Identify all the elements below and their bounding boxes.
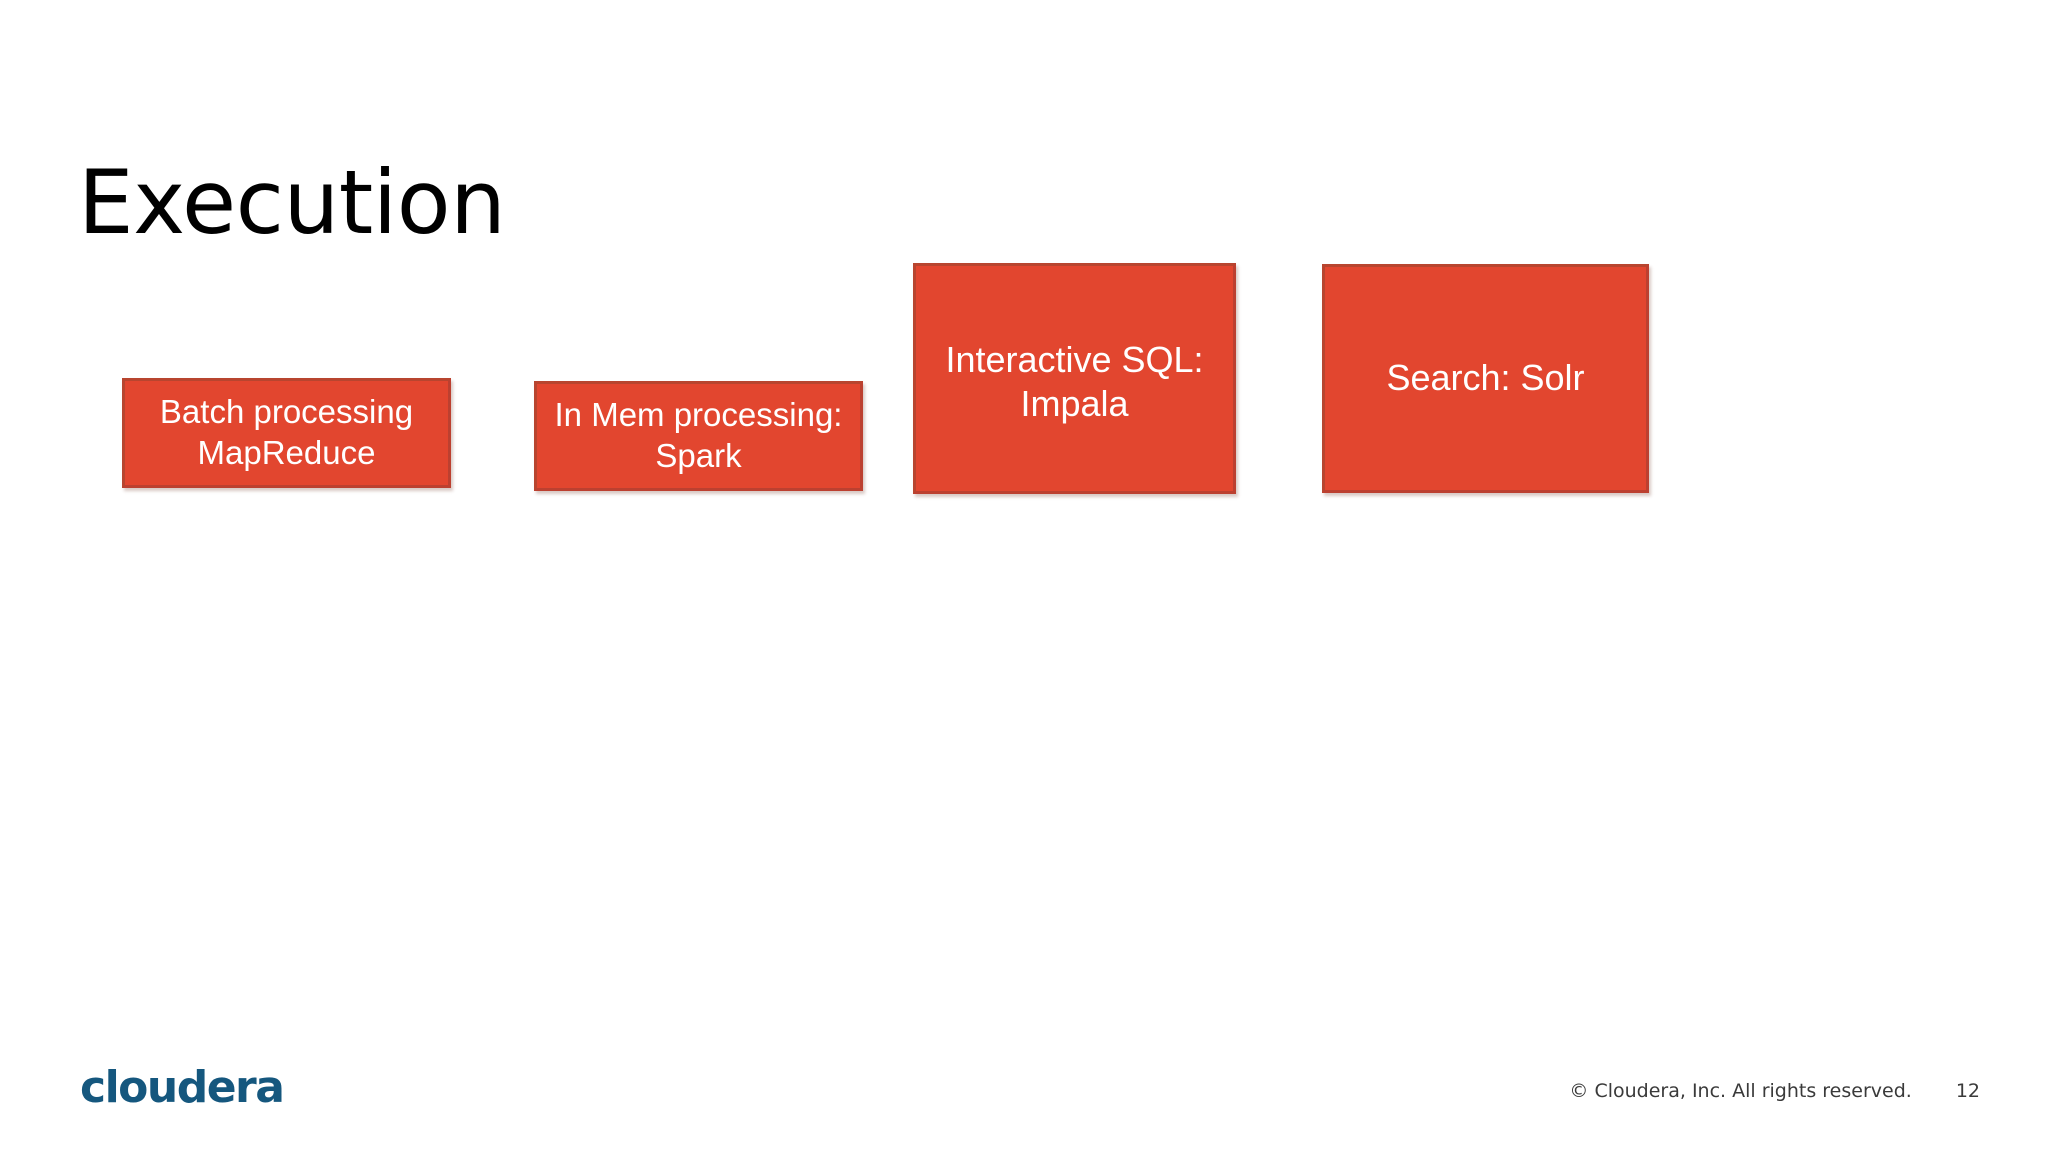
execution-box-batch-processing-mapreduce[interactable]: Batch processing MapReduce	[122, 378, 451, 488]
copyright-text: © Cloudera, Inc. All rights reserved.	[1569, 1080, 1912, 1102]
box-label: Search: Solr	[1386, 357, 1585, 399]
page-number: 12	[1955, 1080, 1980, 1102]
execution-box-interactive-sql-impala[interactable]: Interactive SQL: Impala	[913, 263, 1236, 494]
execution-box-in-mem-processing-spark[interactable]: In Mem processing: Spark	[534, 381, 863, 491]
box-label: Batch processing MapReduce	[159, 393, 414, 471]
box-label: In Mem processing: Spark	[554, 396, 843, 474]
execution-box-search-solr[interactable]: Search: Solr	[1322, 264, 1649, 493]
cloudera-logo: cloudera	[80, 1062, 285, 1113]
page-title: Execution	[78, 150, 506, 254]
footer: © Cloudera, Inc. All rights reserved. 12	[1569, 1080, 1980, 1102]
box-label: Interactive SQL: Impala	[945, 339, 1204, 425]
